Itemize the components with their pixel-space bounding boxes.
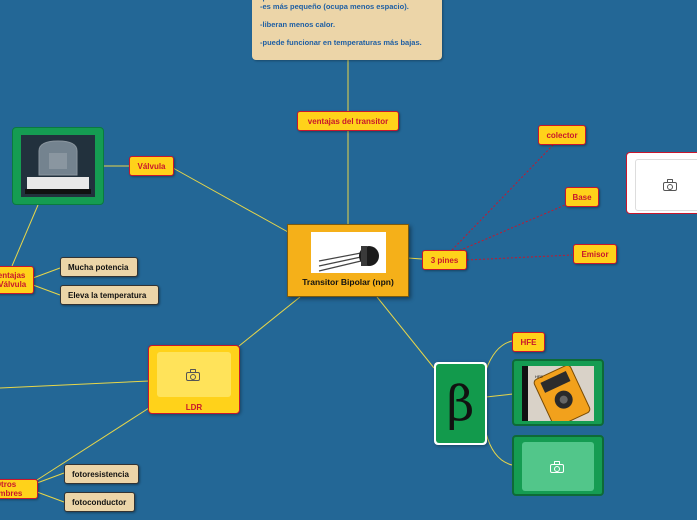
ventajas-transistor-label[interactable]: ventajas del transitor [297,111,399,131]
multimeter-image[interactable]: HFE [512,359,604,428]
center-node[interactable]: Transitor Bipolar (npn) [287,224,409,297]
fotoresistencia-item[interactable]: fotoresistencia [64,464,139,484]
desventajas-valvula-label[interactable]: Desventajas de la Válvula [0,266,34,294]
mucha-potencia-item[interactable]: Mucha potencia [60,257,138,277]
valvula-image[interactable] [12,127,104,205]
ldr-image-placeholder [157,352,231,397]
base-label[interactable]: Base [565,187,599,207]
tres-pines-label[interactable]: 3 pines [422,250,467,270]
svg-text:HFE: HFE [535,374,543,379]
valve-photo [21,135,95,197]
pinout-image-placeholder[interactable] [626,152,697,214]
fotoconductor-item[interactable]: fotoconductor [64,492,135,512]
hfe-label[interactable]: HFE [512,332,545,352]
transistor-image [311,232,386,273]
camera-icon [550,460,566,473]
center-title: Transitor Bipolar (npn) [302,277,394,287]
ldr-node[interactable]: LDR [148,345,240,414]
beta-node[interactable]: β [434,362,487,445]
vacuum-tube-icon [21,135,95,197]
ldr-label: LDR [185,403,203,412]
valvula-label[interactable]: Válvula [129,156,174,176]
transistor-icon [318,246,379,272]
emisor-label[interactable]: Emisor [573,244,617,264]
otros-nombres-label[interactable]: Otros nombres [0,479,38,499]
beta-symbol: β [446,375,475,432]
colector-label[interactable]: colector [538,125,586,145]
extra-image-placeholder[interactable] [512,435,604,496]
ventajas-note: -puede durar indefinidamente . -es más p… [252,0,442,60]
camera-icon [663,179,679,191]
multimeter-icon: HFE [522,364,594,428]
camera-icon [186,368,202,381]
eleva-temperatura-item[interactable]: Eleva la temperatura [60,285,159,305]
